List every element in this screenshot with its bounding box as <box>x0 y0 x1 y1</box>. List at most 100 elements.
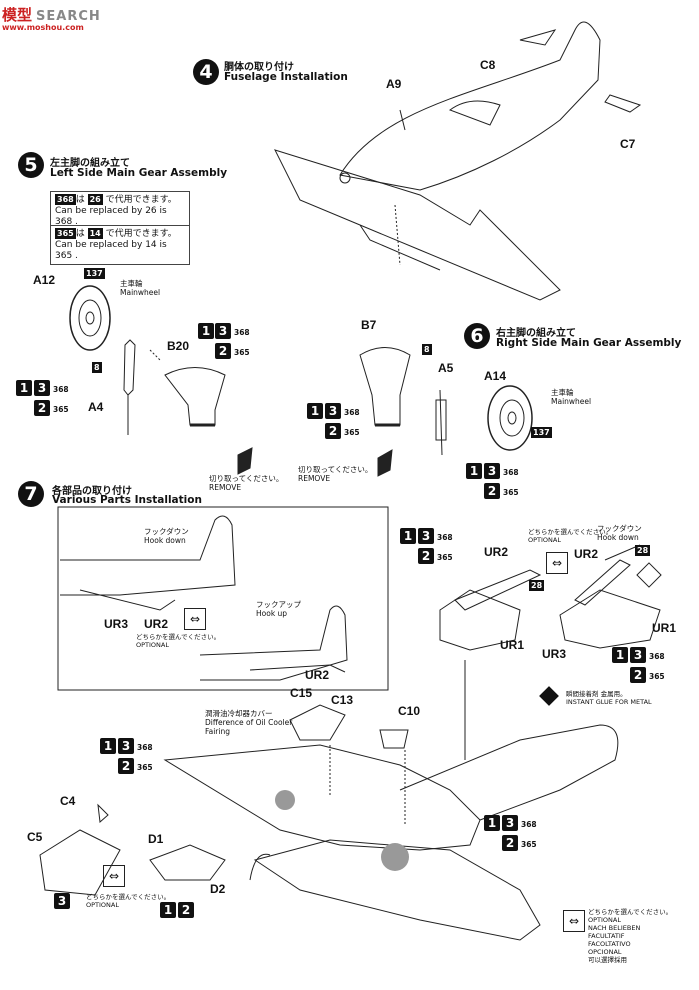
optional-label-box: どちらかを選んでください。 OPTIONAL <box>136 633 221 649</box>
part-a12: A12 <box>33 273 56 287</box>
version-365-label: 365 <box>649 672 665 681</box>
version-365-label: 365 <box>503 488 519 497</box>
part-ur3-right: UR3 <box>542 647 567 661</box>
optional-label-ur: どちらかを選んでください。 OPTIONAL <box>528 528 613 544</box>
main-aircraft <box>39 660 619 941</box>
step-4-title-en: Fuselage Installation <box>224 71 348 83</box>
version-365-label: 365 <box>437 553 453 562</box>
part-a9: A9 <box>386 77 402 91</box>
version-365-label: 365 <box>137 763 153 772</box>
oil-cooler-label: 潤滑油冷却器カバー Difference of Oil Cooler Fairi… <box>205 709 293 736</box>
version-3-badge: 3 <box>118 738 134 754</box>
optional-legend: どちらかを選んでください。 OPTIONAL NACH BELIEBEN FAC… <box>588 908 673 964</box>
part-ur3-box: UR3 <box>104 617 129 631</box>
version-3-badge: 3 <box>215 323 231 339</box>
part-c13: C13 <box>331 693 354 707</box>
part-a4: A4 <box>88 400 104 414</box>
version-2-badge: 2 <box>484 483 500 499</box>
version-1-badge: 1 <box>198 323 214 339</box>
version-1-badge: 1 <box>612 647 628 663</box>
optional-icon: ⇔ <box>546 552 568 574</box>
part-28-tag: 28 <box>529 580 545 591</box>
right-gear <box>359 347 533 477</box>
part-28-tag: 28 <box>635 545 651 556</box>
part-8-tag: 8 <box>92 362 102 373</box>
step-7-title-jp: 各部品の取り付け <box>52 486 132 497</box>
ur-parts <box>439 544 661 651</box>
hook-detail <box>60 515 348 681</box>
version-3-badge: 3 <box>325 403 341 419</box>
step-5-title-jp: 左主脚の組み立て <box>50 158 130 169</box>
hook-detail-box <box>57 506 389 691</box>
part-c5: C5 <box>27 830 43 844</box>
part-a14: A14 <box>484 369 507 383</box>
remove-label-left: 切り取ってください。 REMOVE <box>209 474 284 492</box>
watermark-url: www.moshou.com <box>2 23 84 32</box>
part-d1: D1 <box>148 832 164 846</box>
mainwheel-label-left: 主車輪 Mainwheel <box>120 279 161 297</box>
version-368-label: 368 <box>344 408 360 417</box>
part-c8: C8 <box>480 58 496 72</box>
version-3-badge: 3 <box>34 380 50 396</box>
step-4-title-jp: 胴体の取り付け <box>224 62 294 73</box>
part-137-tag: 137 <box>531 427 552 438</box>
step-6-title-en: Right Side Main Gear Assembly <box>496 337 682 349</box>
part-b7: B7 <box>361 318 377 332</box>
version-1-badge: 1 <box>100 738 116 754</box>
version-368-label: 368 <box>521 820 537 829</box>
version-1-badge: 1 <box>466 463 482 479</box>
part-8-tag: 8 <box>422 344 432 355</box>
step-6-badge: 6 <box>464 323 490 349</box>
version-3-badge: 3 <box>502 815 518 831</box>
part-a5: A5 <box>438 361 454 375</box>
step-7-title-en: Various Parts Installation <box>52 494 202 506</box>
part-c15: C15 <box>290 686 313 700</box>
part-137-tag: 137 <box>84 268 105 279</box>
version-368-label: 368 <box>437 533 453 542</box>
optional-legend-icon: ⇔ <box>563 910 585 932</box>
version-3-badge: 3 <box>54 893 70 909</box>
version-2-badge: 2 <box>325 423 341 439</box>
version-1-badge: 1 <box>160 902 176 918</box>
version-365-label: 365 <box>344 428 360 437</box>
part-d2: D2 <box>210 882 226 896</box>
part-c7: C7 <box>620 137 636 151</box>
step-4-badge: 4 <box>193 59 219 85</box>
version-365-label: 365 <box>53 405 69 414</box>
version-368-label: 368 <box>503 468 519 477</box>
version-2-badge: 2 <box>215 343 231 359</box>
version-368-label: 368 <box>137 743 153 752</box>
version-1-badge: 1 <box>484 815 500 831</box>
step-7-badge: 7 <box>18 481 44 507</box>
version-1-badge: 1 <box>16 380 32 396</box>
step-6-title-jp: 右主脚の組み立て <box>496 328 576 339</box>
part-ur2-left: UR2 <box>484 545 509 559</box>
version-2-badge: 2 <box>502 835 518 851</box>
version-3-badge: 3 <box>630 647 646 663</box>
part-c4: C4 <box>60 794 76 808</box>
part-ur1-left: UR1 <box>500 638 525 652</box>
version-2-badge: 2 <box>118 758 134 774</box>
hook-down-label-box: フックダウン Hook down <box>144 527 189 545</box>
part-ur2-box2: UR2 <box>305 668 330 682</box>
fuselage-aircraft <box>274 21 642 301</box>
version-2-badge: 2 <box>178 902 194 918</box>
version-1-badge: 1 <box>400 528 416 544</box>
version-368-label: 368 <box>234 328 250 337</box>
version-3-badge: 3 <box>418 528 434 544</box>
step-5-title-en: Left Side Main Gear Assembly <box>50 167 228 179</box>
version-2-badge: 2 <box>418 548 434 564</box>
remove-label-right: 切り取ってください。 REMOVE <box>298 465 373 483</box>
part-b20: B20 <box>167 339 190 353</box>
optional-icon: ⇔ <box>184 608 206 630</box>
part-ur2-right: UR2 <box>574 547 599 561</box>
step-5-badge: 5 <box>18 152 44 178</box>
part-ur1-right: UR1 <box>652 621 677 635</box>
instant-glue-label: 瞬間接着剤 金属用。 INSTANT GLUE FOR METAL <box>566 690 652 706</box>
mainwheel-label-right: 主車輪 Mainwheel <box>551 388 592 406</box>
version-368-label: 368 <box>53 385 69 394</box>
version-1-badge: 1 <box>307 403 323 419</box>
